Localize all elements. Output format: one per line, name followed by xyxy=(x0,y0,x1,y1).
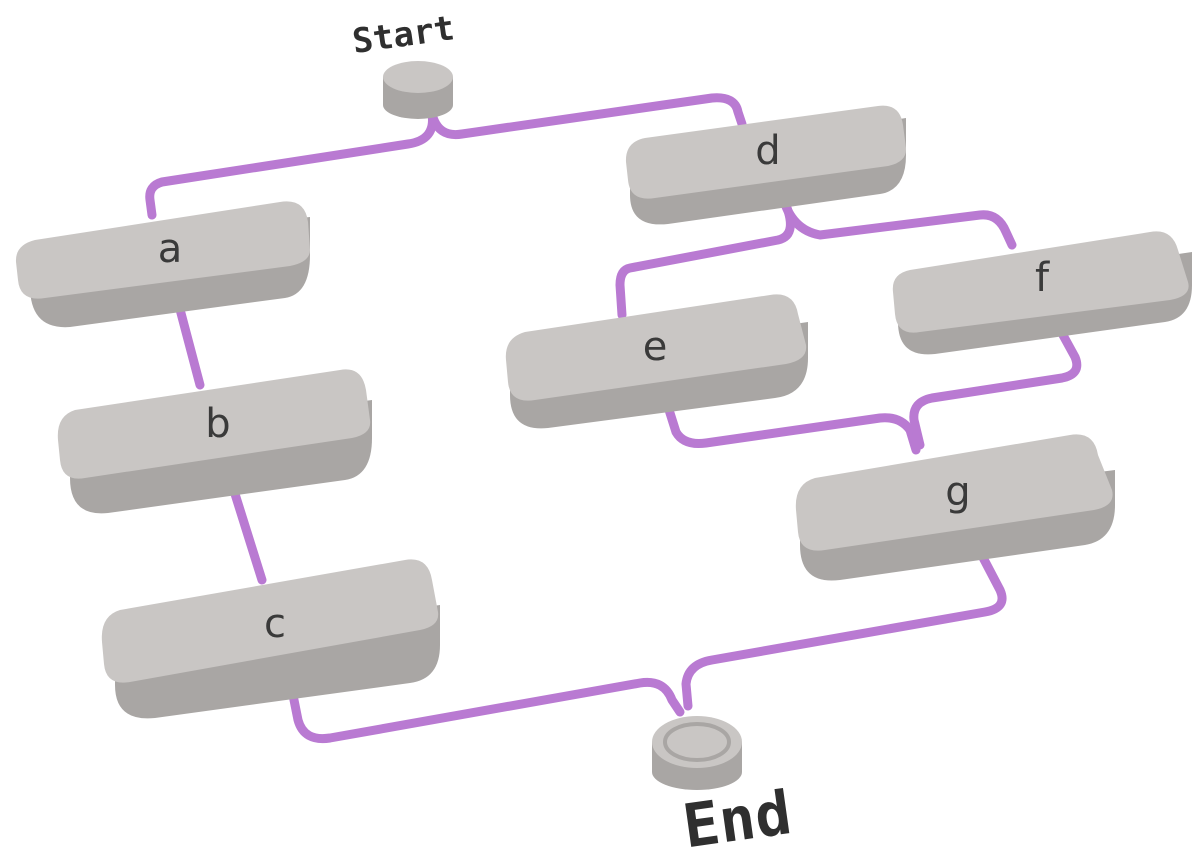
node-c-top xyxy=(101,559,439,683)
edge-g-end xyxy=(681,543,1007,711)
node-f-label: f xyxy=(1035,255,1050,301)
node-f[interactable]: f xyxy=(892,231,1192,355)
node-d-top xyxy=(625,105,907,199)
node-d[interactable]: d xyxy=(625,105,907,225)
end-terminal-ring xyxy=(663,722,731,762)
node-a-label: a xyxy=(158,226,183,272)
node-b-label: b xyxy=(205,401,230,447)
start-terminal-top xyxy=(383,61,453,93)
node-e[interactable]: e xyxy=(505,294,808,429)
end-terminal[interactable] xyxy=(652,716,742,790)
node-g[interactable]: g xyxy=(795,434,1115,581)
edge-d-f xyxy=(778,193,1017,250)
start-terminal[interactable] xyxy=(383,61,453,119)
edge-e-g xyxy=(659,389,921,455)
node-e-top xyxy=(505,294,807,401)
node-a[interactable]: a xyxy=(15,201,310,328)
node-g-label: g xyxy=(945,469,970,515)
node-b[interactable]: b xyxy=(57,369,372,514)
node-c-label: c xyxy=(264,601,286,647)
node-d-label: d xyxy=(755,128,780,174)
edge-start-d xyxy=(427,93,747,140)
node-b-top xyxy=(57,369,371,479)
edge-a-b xyxy=(172,293,205,390)
edge-f-g xyxy=(909,321,1082,450)
end-label: End xyxy=(679,778,796,862)
node-f-top xyxy=(892,231,1189,333)
edge-c-end xyxy=(285,675,685,744)
edge-start-a xyxy=(145,109,437,220)
node-g-top xyxy=(795,434,1113,551)
node-e-label: e xyxy=(643,324,668,370)
edges-layer xyxy=(145,93,1082,744)
node-a-top xyxy=(15,201,310,299)
start-label: Start xyxy=(350,8,457,62)
node-c[interactable]: c xyxy=(101,559,440,719)
